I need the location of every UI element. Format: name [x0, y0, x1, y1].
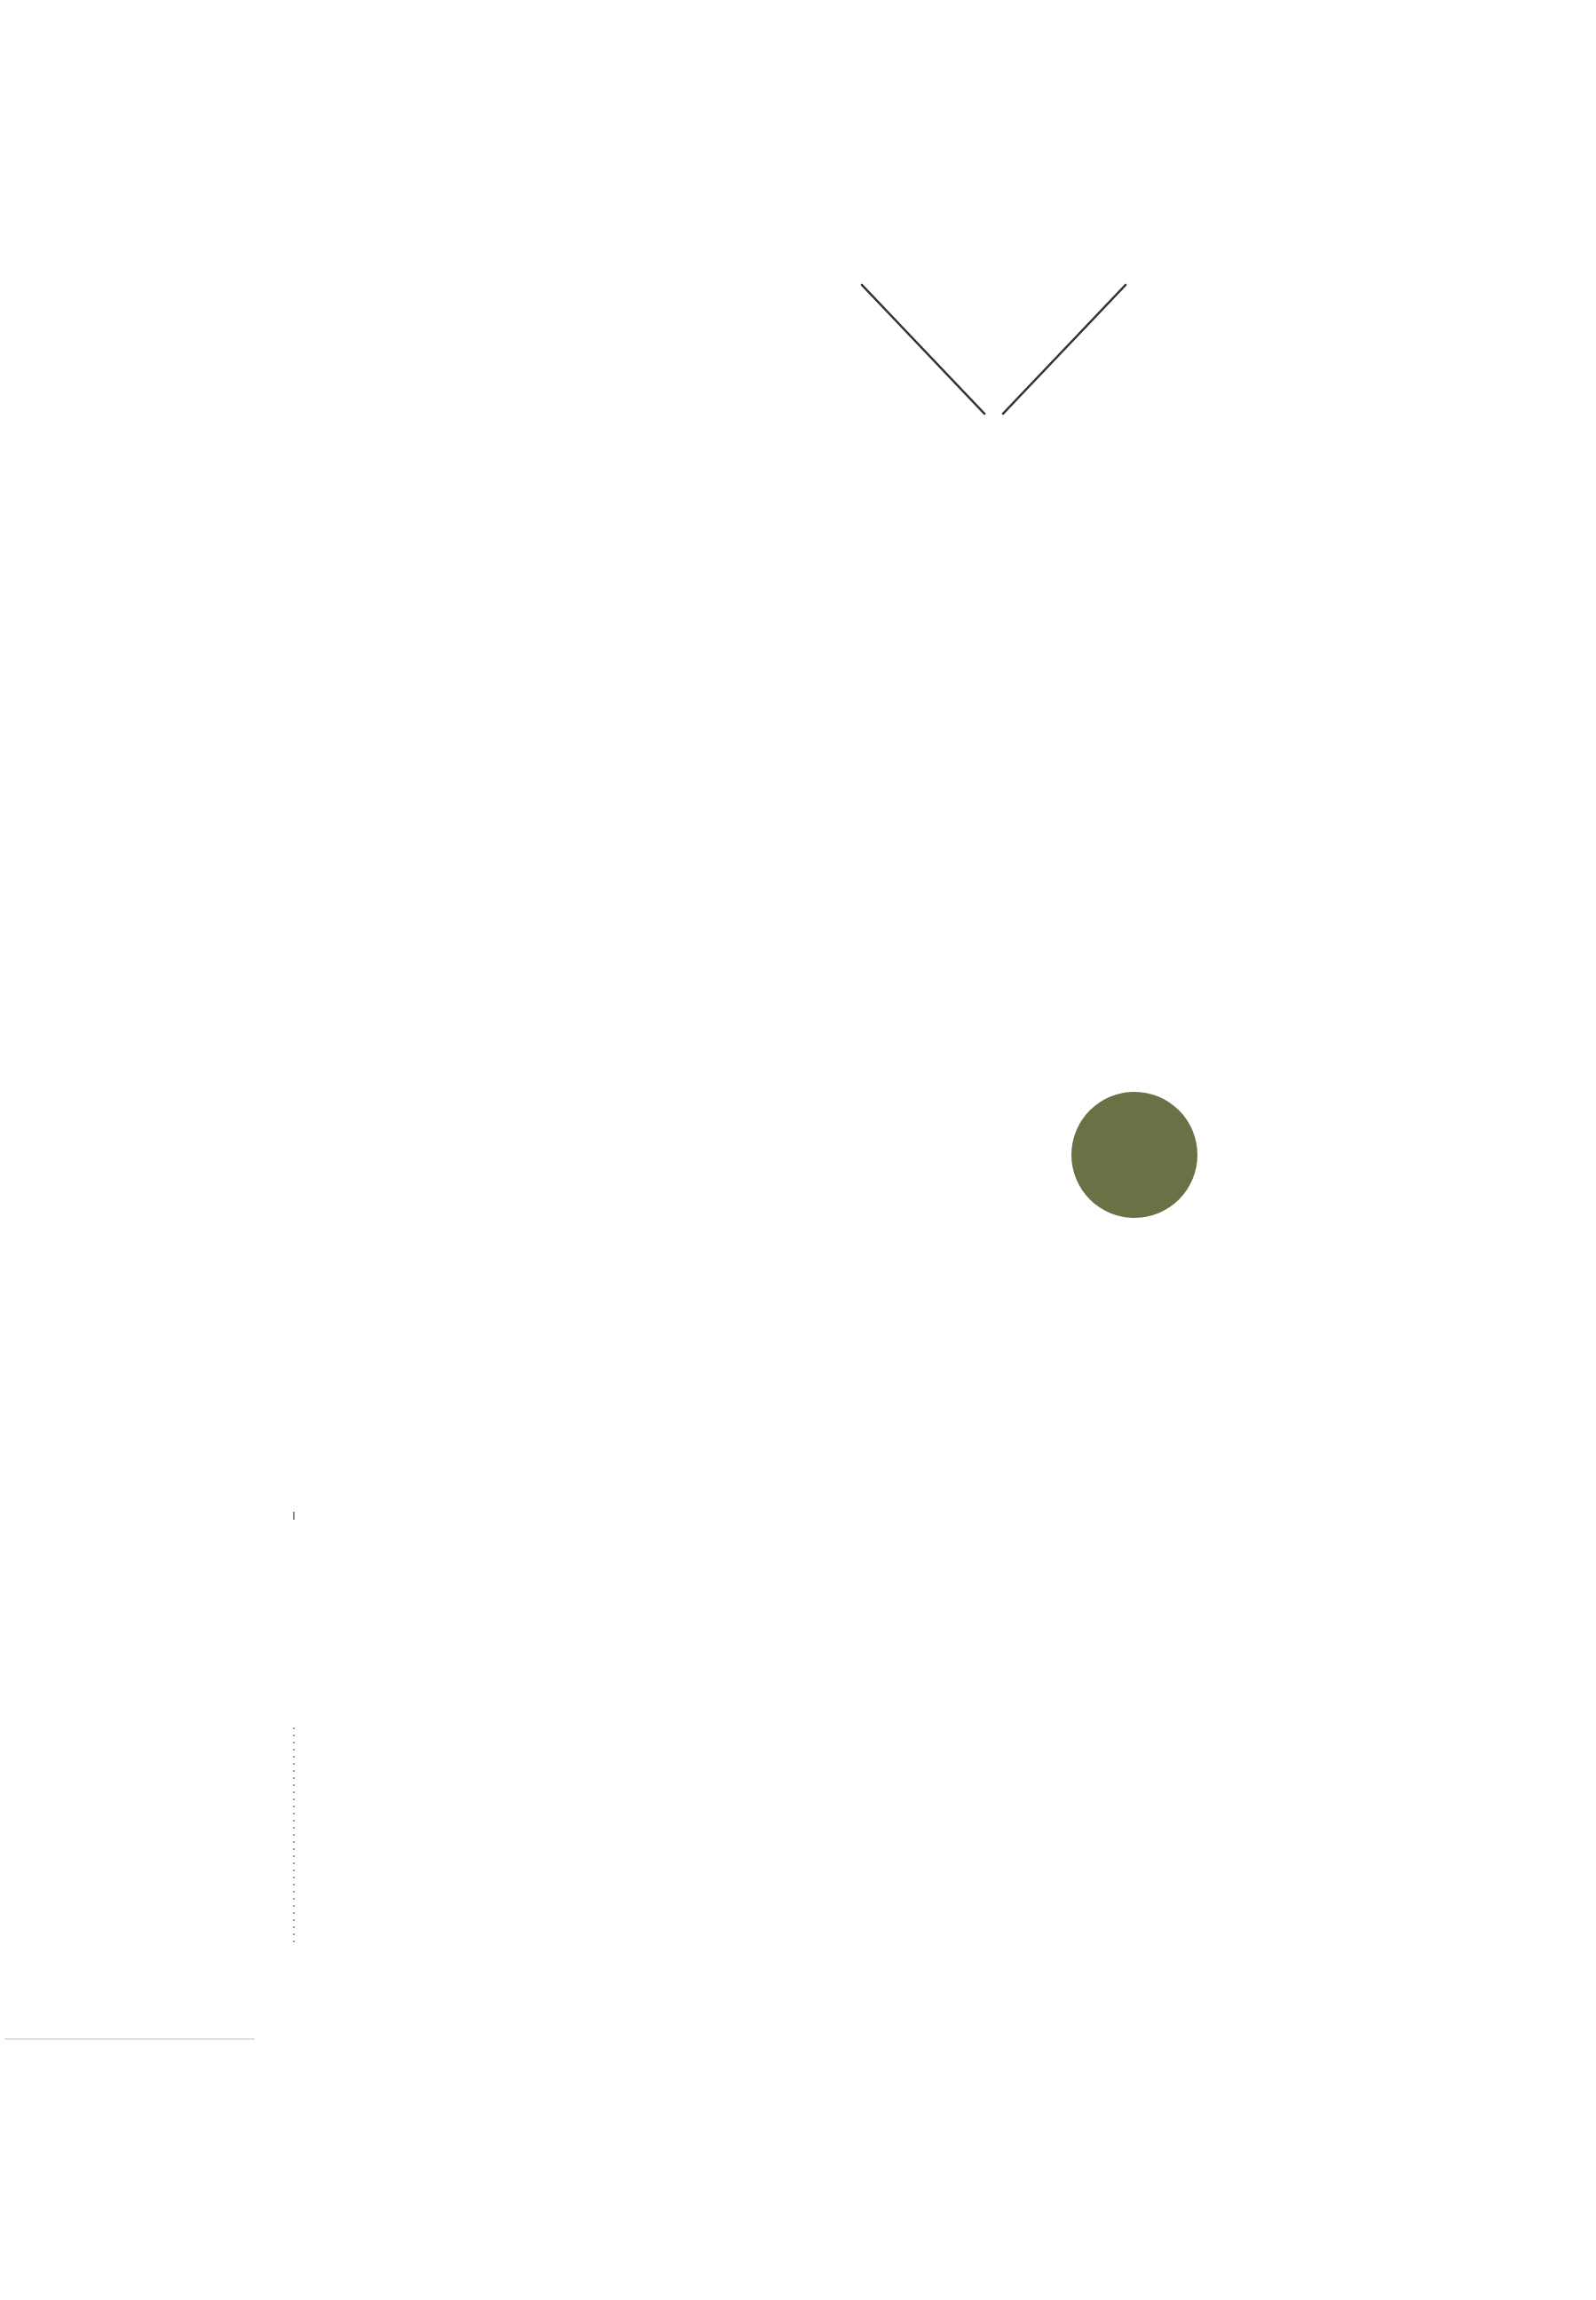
chevron-left-stroke [860, 283, 986, 415]
footer-divider [4, 2038, 255, 2040]
chevron-right-stroke [1001, 283, 1127, 415]
chevron-down-icon[interactable] [860, 283, 1127, 415]
olive-dot-button[interactable] [1071, 1092, 1197, 1218]
